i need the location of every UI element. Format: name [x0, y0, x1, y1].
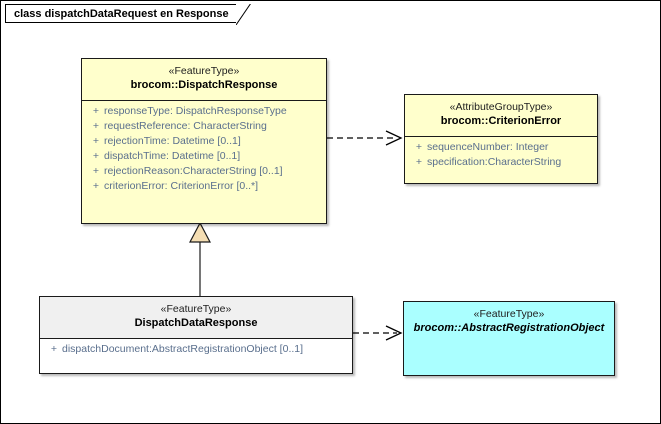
attribute-text: rejectionTime: Datetime [0..1] [104, 134, 241, 147]
diagram-title-tab: class dispatchDataRequest en Response [5, 4, 252, 25]
attribute-visibility: + [415, 140, 423, 153]
class-name: brocom::AbstractRegistrationObject [413, 322, 605, 335]
attribute-row[interactable]: + rejectionReason:CharacterString [0..1] [82, 164, 326, 179]
attribute-visibility: + [92, 149, 100, 162]
attribute-text: dispatchTime: Datetime [0..1] [104, 149, 241, 162]
class-box-dispatch-data-response[interactable]: «FeatureType» DispatchDataResponse + dis… [39, 296, 353, 374]
attribute-text: specification:CharacterString [427, 155, 562, 168]
class-name: DispatchDataResponse [134, 317, 258, 330]
attribute-text: responseType: DispatchResponseType [104, 104, 287, 117]
attribute-row[interactable]: + criterionError: CriterionError [0..*] [82, 179, 326, 194]
attribute-text: criterionError: CriterionError [0..*] [104, 179, 259, 192]
attribute-text: sequenceNumber: Integer [427, 140, 549, 153]
class-stereotype: «AttributeGroupType» [449, 101, 553, 113]
attribute-visibility: + [92, 119, 100, 132]
attribute-row[interactable]: + dispatchTime: Datetime [0..1] [82, 149, 326, 164]
class-box-abstract-registration-object[interactable]: «FeatureType» brocom::AbstractRegistrati… [403, 301, 615, 376]
class-stereotype: «FeatureType» [160, 303, 232, 315]
class-name: brocom::DispatchResponse [130, 79, 278, 92]
attribute-visibility: + [92, 179, 100, 192]
diagram-title: class dispatchDataRequest en Response [14, 7, 229, 20]
attribute-row[interactable]: + rejectionTime: Datetime [0..1] [82, 134, 326, 149]
attribute-visibility: + [92, 134, 100, 147]
attribute-visibility: + [92, 104, 100, 117]
class-attributes-dispatch-response: + responseType: DispatchResponseType + r… [82, 99, 326, 198]
attribute-visibility: + [415, 155, 423, 168]
class-box-dispatch-response[interactable]: «FeatureType» brocom::DispatchResponse +… [81, 58, 327, 224]
class-header-criterion-error: «AttributeGroupType» brocom::CriterionEr… [405, 95, 597, 136]
class-header-dispatch-data-response: «FeatureType» DispatchDataResponse [40, 297, 352, 338]
class-attributes-dispatch-data-response: + dispatchDocument:AbstractRegistrationO… [40, 337, 352, 361]
dependency-dispatchresponse-criterionerror [327, 130, 403, 146]
attribute-row[interactable]: + dispatchDocument:AbstractRegistrationO… [40, 342, 352, 357]
attribute-row[interactable]: + requestReference: CharacterString [82, 119, 326, 134]
class-name: brocom::CriterionError [440, 115, 562, 128]
dependency-dispatchdataresponse-abstractregistrationobject [353, 325, 403, 341]
class-stereotype: «FeatureType» [473, 308, 545, 320]
attribute-row[interactable]: + responseType: DispatchResponseType [82, 104, 326, 119]
attribute-text: dispatchDocument:AbstractRegistrationObj… [62, 342, 304, 355]
class-header-dispatch-response: «FeatureType» brocom::DispatchResponse [82, 59, 326, 100]
attribute-visibility: + [92, 164, 100, 177]
class-stereotype: «FeatureType» [168, 65, 240, 77]
attribute-visibility: + [50, 342, 58, 355]
attribute-text: rejectionReason:CharacterString [0..1] [104, 164, 283, 177]
attribute-text: requestReference: CharacterString [104, 119, 267, 132]
generalization-dispatchdataresponse-dispatchresponse [189, 221, 211, 297]
class-header-abstract-registration-object: «FeatureType» brocom::AbstractRegistrati… [404, 302, 614, 343]
attribute-row[interactable]: + sequenceNumber: Integer [405, 140, 597, 155]
class-box-criterion-error[interactable]: «AttributeGroupType» brocom::CriterionEr… [404, 94, 598, 184]
tab-fold-icon [235, 4, 252, 25]
attribute-row[interactable]: + specification:CharacterString [405, 155, 597, 170]
class-attributes-criterion-error: + sequenceNumber: Integer + specificatio… [405, 135, 597, 174]
